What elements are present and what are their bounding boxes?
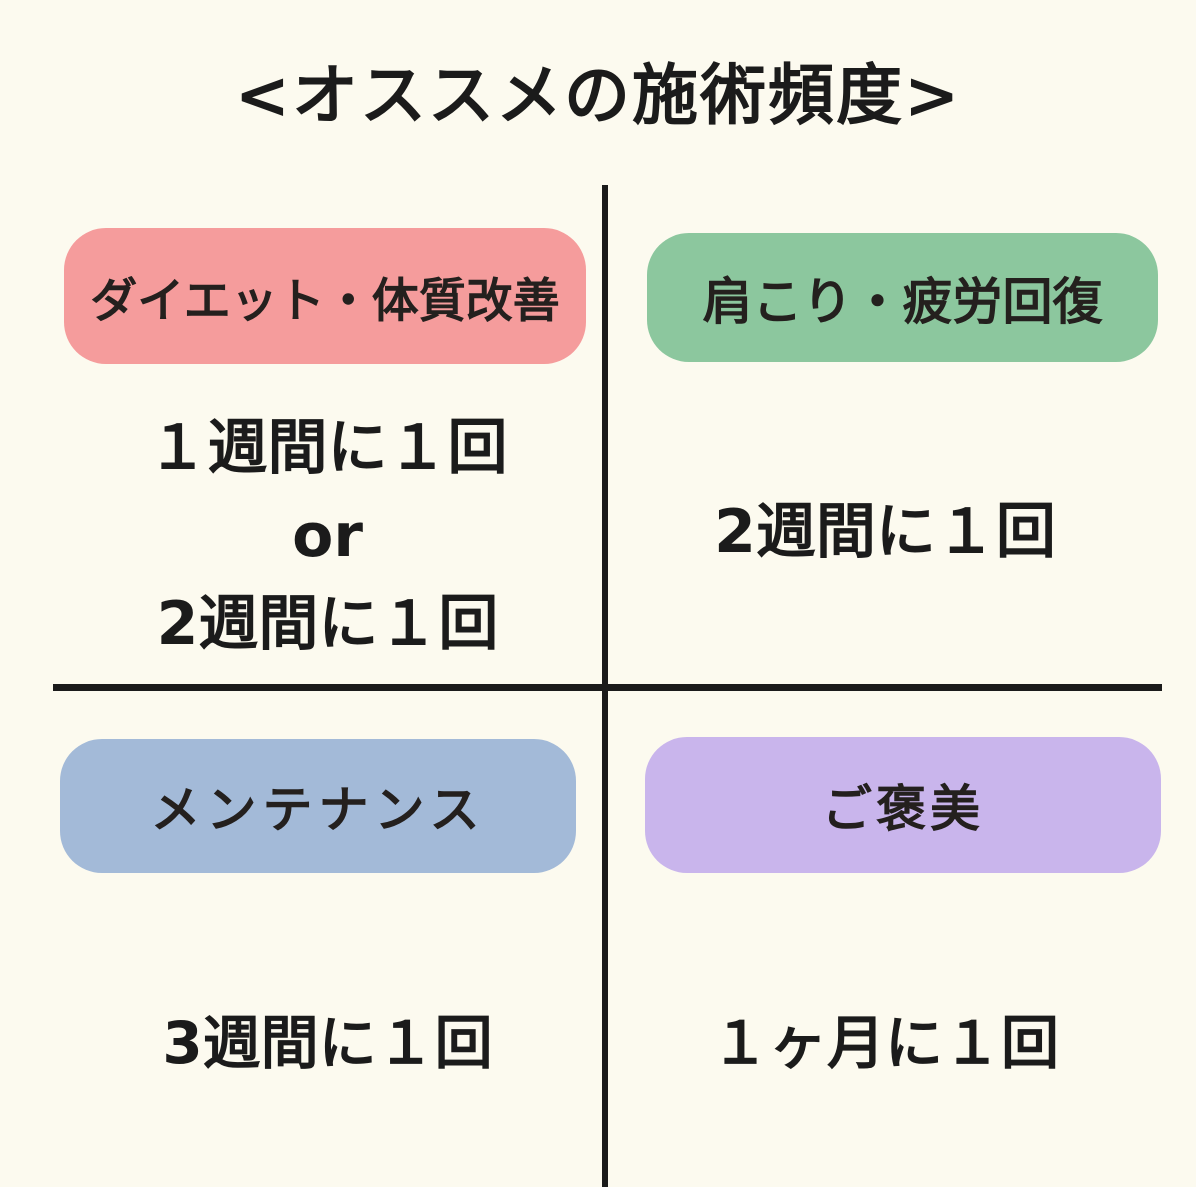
category-label-maintenance: メンテナンス: [150, 780, 486, 839]
frequency-line: 2週間に１回: [714, 497, 1056, 567]
frequency-line: 3週間に１回: [162, 1009, 493, 1077]
page-title: <オススメの施術頻度>: [234, 57, 962, 134]
category-pill-shoulder: 肩こり・疲労回復: [647, 233, 1158, 362]
frequency-line: １週間に１回: [147, 413, 508, 483]
frequency-shoulder: 2週間に１回: [605, 483, 1165, 570]
frequency-line: １ヶ月に１回: [710, 1009, 1059, 1077]
frequency-maintenance: 3週間に１回: [55, 996, 600, 1080]
category-label-diet: ダイエット・体質改善: [90, 273, 560, 329]
category-pill-reward: ご褒美: [645, 737, 1161, 873]
frequency-diet: １週間に１回 or 2週間に１回: [55, 404, 600, 668]
frequency-line-or: or: [292, 501, 363, 571]
category-label-reward: ご褒美: [822, 779, 984, 838]
category-pill-diet: ダイエット・体質改善: [64, 228, 586, 364]
category-pill-maintenance: メンテナンス: [60, 739, 576, 873]
divider-horizontal: [53, 684, 1162, 691]
frequency-line: 2週間に１回: [156, 589, 499, 659]
category-label-shoulder: 肩こり・疲労回復: [702, 271, 1103, 331]
frequency-reward: １ヶ月に１回: [605, 996, 1165, 1080]
